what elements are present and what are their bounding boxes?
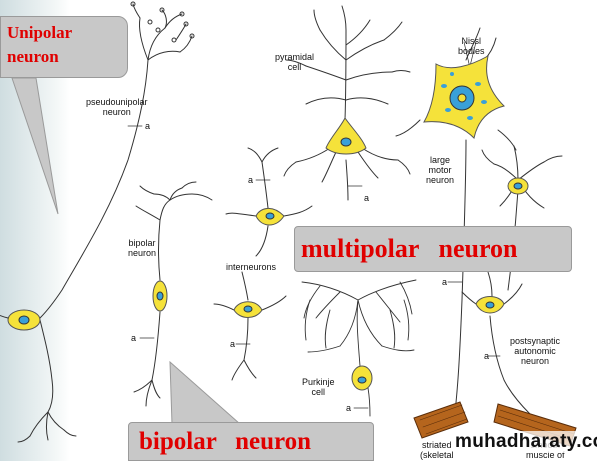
label-large-motor: large motor neuron [426, 155, 455, 185]
watermark: muhadharaty.com [453, 431, 597, 453]
label-a-autonomic: a [484, 351, 490, 361]
label-interneurons: interneurons [226, 262, 277, 272]
unipolar-callout-text: Unipolar neuron [7, 23, 73, 66]
unipolar-callout-pointer [11, 77, 59, 215]
label-a-pseudounipolar: a [145, 121, 151, 131]
bipolar-callout: bipolar neuron [128, 422, 374, 461]
label-a-purkinje: a [346, 403, 352, 413]
pyramidal-cell-body [325, 117, 367, 155]
label-a-interneuron-top: a [248, 175, 254, 185]
striated-muscle [413, 401, 469, 439]
label-striated: striated (skeletal [420, 440, 454, 460]
pyramidal-neuron [283, 5, 411, 201]
bipolar-callout-text: bipolar neuron [139, 428, 312, 455]
label-pseudounipolar: pseudounipolar neuron [86, 97, 148, 117]
label-a-interneuron-bottom: a [230, 339, 236, 349]
interneuron-bottom [213, 271, 287, 381]
unipolar-callout: Unipolar neuron [0, 16, 128, 78]
pseudounipolar-neuron [17, 1, 195, 443]
bipolar-callout-pointer [169, 360, 242, 425]
label-a-bipolar: a [131, 333, 137, 343]
label-a-pyramidal: a [364, 193, 370, 203]
label-purkinje: Purkinje cell [302, 377, 335, 397]
multipolar-callout: multipolar neuron [294, 226, 572, 272]
label-a-motor: a [442, 277, 448, 287]
purkinje-neuron [301, 279, 417, 417]
interneuron-top [225, 147, 313, 257]
multipolar-callout-text: multipolar neuron [301, 234, 518, 263]
label-pyramidal: pyramidal cell [275, 52, 315, 72]
postsynaptic-autonomic-neuron [461, 271, 531, 415]
bipolar-neuron [133, 181, 213, 407]
label-nissl: Nissl bodies [458, 36, 485, 56]
label-bipolar: bipolar neuron [128, 238, 157, 258]
label-postsynaptic: postsynaptic autonomic neuron [510, 336, 561, 366]
